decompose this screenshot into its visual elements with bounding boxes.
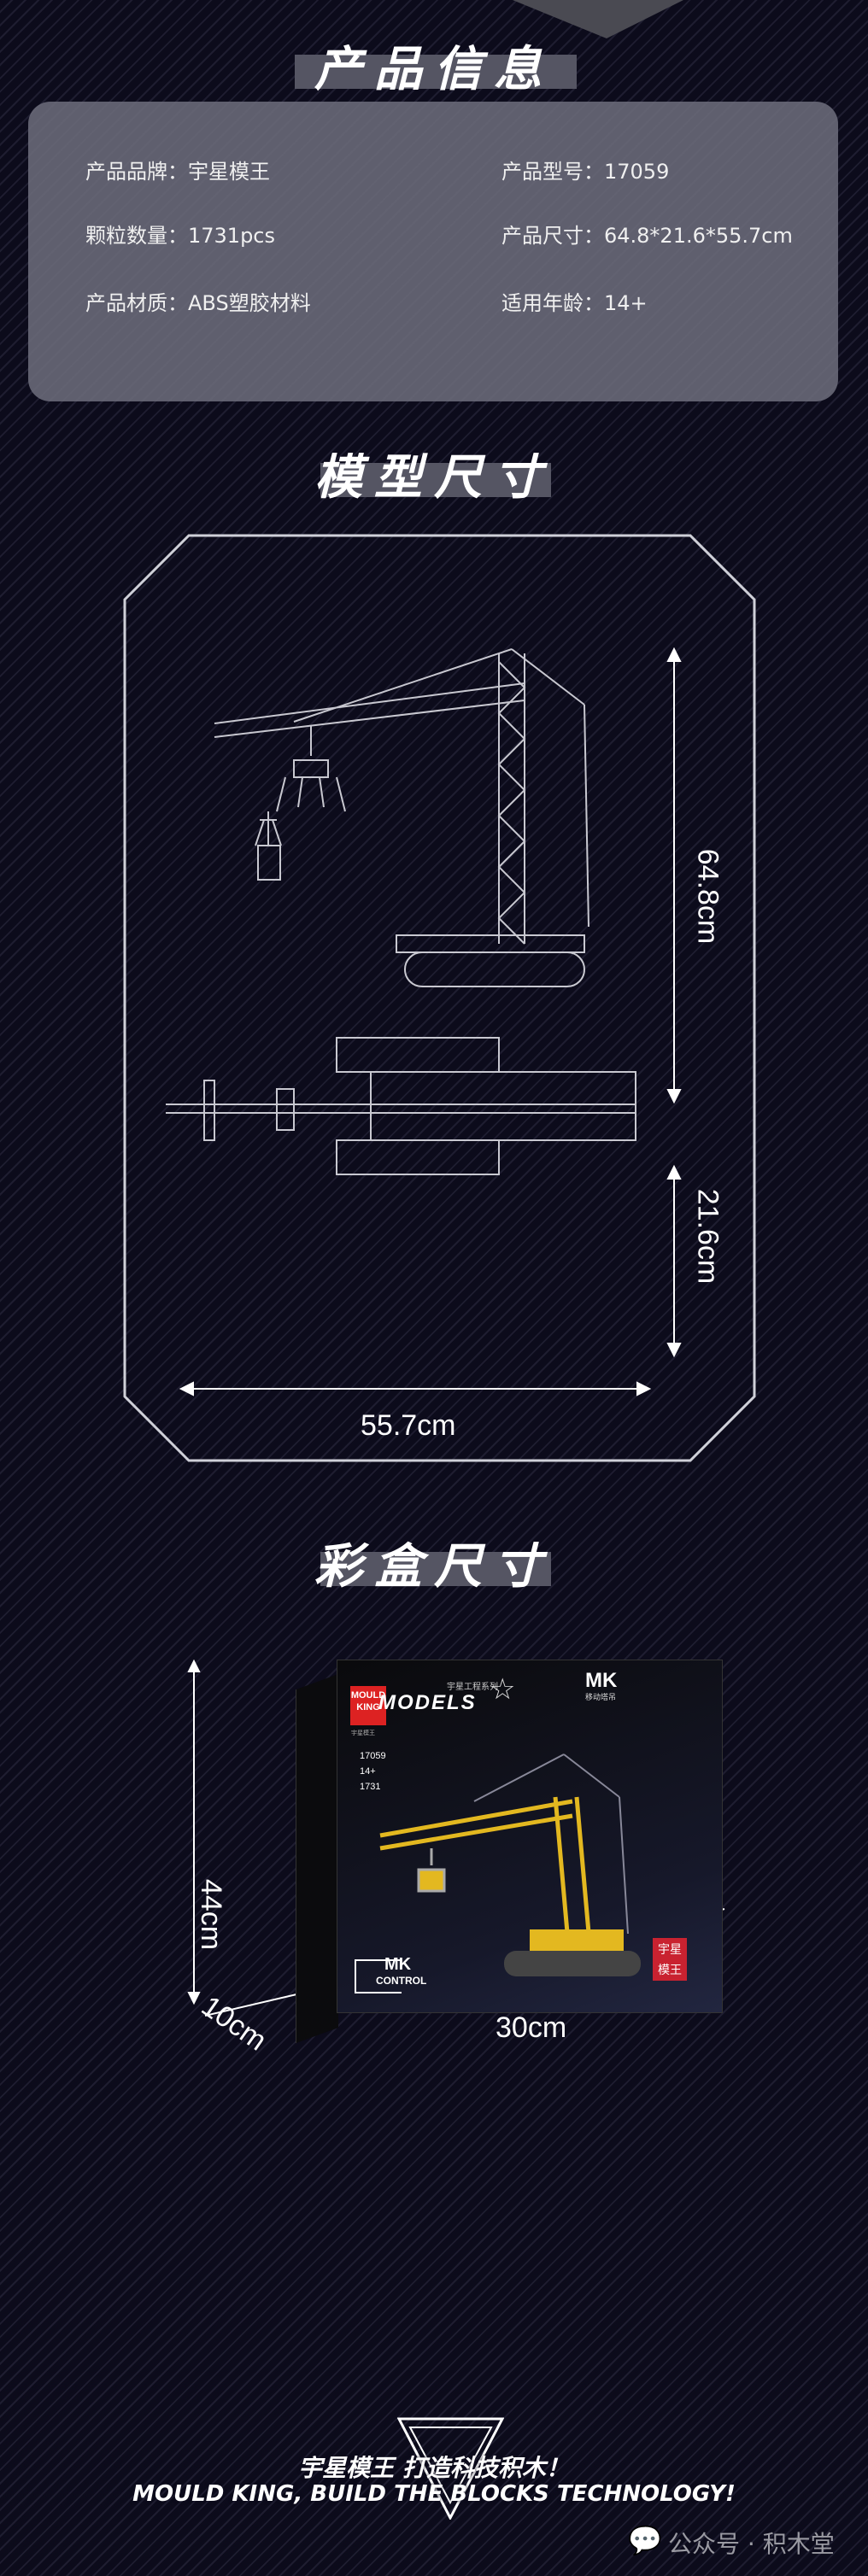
pcs-text: 颗粒数量：1731pcs	[85, 224, 276, 248]
info-card: 产品品牌：宇星模王 产品型号：17059 颗粒数量：1731pcs 产品尺寸：6…	[28, 102, 838, 401]
dimension-arrows	[179, 647, 682, 1396]
control-logo-frame	[355, 1959, 402, 1993]
model-width-label: 21.6cm	[691, 1188, 724, 1285]
box-height-label: 44cm	[195, 1878, 228, 1951]
logo-sub: 宇星模王	[351, 1730, 375, 1736]
box-width-label: 30cm	[496, 2011, 567, 2044]
models-text: MODELS	[378, 1691, 477, 1714]
model-frame	[123, 534, 756, 1462]
logo-text-top: MOULD	[350, 1690, 386, 1701]
star-icon: ☆	[490, 1673, 516, 1706]
box-front-face: MOULD KING 宇星模王 宇星工程系列 MODELS ☆ MK 移动塔吊 …	[337, 1660, 723, 2013]
title-bar	[295, 55, 577, 89]
title-bar	[320, 1552, 551, 1586]
model-no-text: 产品型号：17059	[501, 160, 670, 184]
age-text: 适用年龄：14+	[501, 291, 648, 315]
logo-text-bottom: KING	[356, 1702, 380, 1712]
top-tab-decoration	[513, 0, 683, 38]
age-mark: 14+	[360, 1766, 376, 1777]
model-number: 17059	[360, 1751, 386, 1761]
crane-side-drawing	[166, 648, 636, 1175]
series-text: 宇星工程系列	[447, 1683, 498, 1692]
control-mk: MK	[384, 1955, 412, 1974]
yellow-crane-image	[379, 1753, 641, 1976]
wechat-icon: 💬	[628, 2525, 662, 2556]
box-title: 彩盒尺寸	[314, 1539, 554, 1595]
mould-king-logo: MOULD KING	[350, 1686, 386, 1725]
brand-badge: 宇星模王	[653, 1938, 687, 1981]
mk-logo: MK	[585, 1669, 618, 1692]
slogan-cn: 宇星模王 打造科技积木！	[298, 2454, 570, 2482]
material-text: 产品材质：ABS塑胶材料	[85, 291, 311, 315]
model-title: 模型尺寸	[314, 450, 554, 506]
size-text: 产品尺寸：64.8*21.6*55.7cm	[501, 224, 793, 248]
model-length-label: 55.7cm	[361, 1409, 456, 1442]
control-text: CONTROL	[376, 1975, 427, 1987]
model-height-label: 64.8cm	[691, 848, 724, 945]
info-title: 产品信息	[314, 42, 554, 97]
watermark: 公众号 · 积木堂	[668, 2530, 835, 2558]
brand-text: 产品品牌：宇星模王	[85, 160, 270, 184]
triangle-decoration	[397, 2417, 504, 2520]
box-side-face	[296, 1674, 338, 2044]
slogan-en: MOULD KING, BUILD THE BLOCKS TECHNOLOGY!	[132, 2481, 736, 2507]
pcs-mark: 1731	[360, 1782, 381, 1792]
title-bar	[320, 463, 551, 497]
mk-sub: 移动塔吊	[585, 1693, 617, 1701]
